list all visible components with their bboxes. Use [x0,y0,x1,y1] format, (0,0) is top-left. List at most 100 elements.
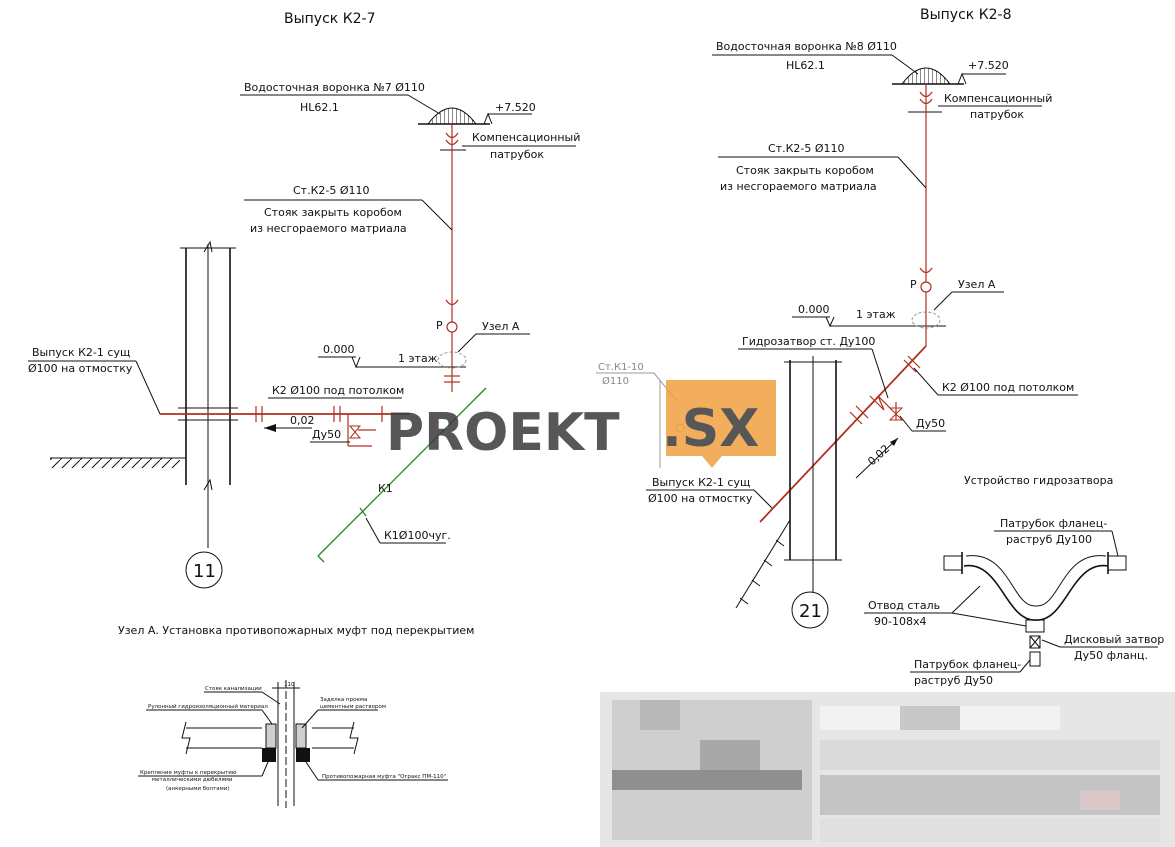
flange-socket-bottom [1029,651,1041,667]
node-a-riser: Стояк канализации [205,686,262,692]
slope-8: 0,02 [865,442,892,468]
riser-leader-diag [421,199,453,231]
funnel-model-7: HL62.1 [300,101,339,114]
outlet-leader-diag [753,489,773,509]
elevation-mark-icon [483,112,493,125]
pixel-block [900,706,960,730]
pixel-block [700,740,760,770]
outlet-7a: Выпуск К2-1 сущ [32,346,130,359]
valve-cross-icon [1029,635,1041,649]
valve-icon [888,407,904,421]
title-k2-7: Выпуск К2-7 [284,11,376,27]
bottom-tee [1025,619,1045,633]
fire-sleeve [296,748,310,762]
watermark-badge [666,380,776,468]
slope-arrow-icon [264,424,276,432]
watermark-left: PROEKT [386,403,620,463]
watermark-right: .SX [662,399,759,459]
comp-label-7a: Компенсационный [472,131,580,144]
comp-label-7b: патрубок [490,148,544,161]
k1-pipe-label: К1Ø100чуг. [384,529,451,542]
k1-leader-diag [365,517,381,544]
axis-bubble-11 [185,551,223,589]
p-marker-7: Р [436,319,443,332]
k1-riser-b: Ø110 [602,375,629,387]
funnel-leader-diag [891,54,919,75]
ground-hatch [739,597,749,605]
scheme-k2-7: Выпуск К2-7 Водосточная воронка №7 Ø110 … [28,11,580,589]
node-a-seal-a: Заделка проема [320,697,367,703]
break-mark-icon [203,478,213,491]
ground-hatch [775,539,785,547]
valve-a: Дисковый затвор [1064,633,1164,646]
elev-top-7: +7.520 [495,101,536,114]
watermark: PROEKT .SX [386,380,776,468]
elev-zero-7: 0.000 [323,343,355,356]
valve-b: Ду50 фланц. [1074,649,1148,662]
elev-top-8: +7.520 [968,59,1009,72]
trap-icon [869,395,893,411]
elev-zero-8: 0.000 [798,303,830,316]
dn50-8: Ду50 [916,417,945,430]
comp-label-8a: Компенсационный [944,92,1052,105]
elevation-mark-icon [825,316,835,328]
axis-number-21: 21 [799,601,822,622]
title-k2-8: Выпуск К2-8 [920,7,1012,23]
node-a-fast-a: Крепление муфты к перекрытию [140,770,237,776]
axis-number-11: 11 [193,561,216,582]
flange-top-b: раструб Ду100 [1006,533,1092,546]
dn50-7: Ду50 [312,428,341,441]
riser-note-8a: Стояк закрыть коробом [736,164,874,177]
flange-socket-right [1107,555,1127,571]
roof-funnel-icon [426,107,478,125]
node-a-title: Узел А. Установка противопожарных муфт п… [118,624,474,637]
ceiling-leader-diag [913,367,939,396]
node-a-rolled: Рулонный гидроизоляционный материал [148,703,268,710]
node-a-diameter: 110 [284,682,295,688]
bend-b: 90-108х4 [874,615,926,628]
node-a-detail: Узел А. Установка противопожарных муфт п… [118,624,474,808]
flange-socket-left [943,555,963,571]
pipe-joint [849,411,863,425]
fire-sleeve [262,748,276,762]
p-marker-8: Р [910,278,917,291]
leader [1019,659,1031,673]
u-bend-inner [965,555,1107,607]
pixel-block [1080,790,1120,810]
outlet-leader-diag [135,360,161,415]
leader [261,691,281,705]
riser-leader-diag [897,156,927,189]
ceiling-pipe-7: К2 Ø100 под потолком [272,384,404,397]
node-a-fast-b: металлическими дюбелями [152,777,233,783]
k1-tick [359,507,367,517]
outlet-pipe-8 [759,345,927,523]
riser-note-7a: Стояк закрыть коробом [264,206,402,219]
revision-icon [920,281,932,293]
trap-title: Устройство гидрозатвора [964,474,1113,487]
flange-top-a: Патрубок фланец- [1000,517,1107,530]
trap-leader-diag [871,348,889,399]
pipe-joint [855,405,869,419]
cement-fill [265,723,277,749]
ground-hatch [763,559,773,567]
k1-pipe-end [317,555,325,563]
ground-hatch [751,579,761,587]
outlet-8b: Ø100 на отмостку [648,492,753,505]
leader [305,761,319,781]
riser-note-7b: из несгораемого матриала [250,222,407,235]
funnel-label-8: Водосточная воронка №8 Ø110 [716,40,897,53]
flange-bot-b: раструб Ду50 [914,674,993,687]
floor-label-8: 1 этаж [856,308,896,321]
floor-label-7: 1 этаж [398,352,438,365]
trap-label: Гидрозатвор ст. Ду100 [742,335,875,348]
node-label-8: Узел А [958,278,996,291]
riser-id-8: Ст.К2-5 Ø110 [768,142,845,155]
u-bend-outer [963,565,1109,621]
pixel-block [820,740,1160,770]
leader [1041,639,1061,648]
comp-label-8b: патрубок [970,108,1024,121]
ceiling-pipe-8: К2 Ø100 под потолком [942,381,1074,394]
node-leader-diag [933,291,953,311]
elevation-mark-icon [957,72,967,85]
